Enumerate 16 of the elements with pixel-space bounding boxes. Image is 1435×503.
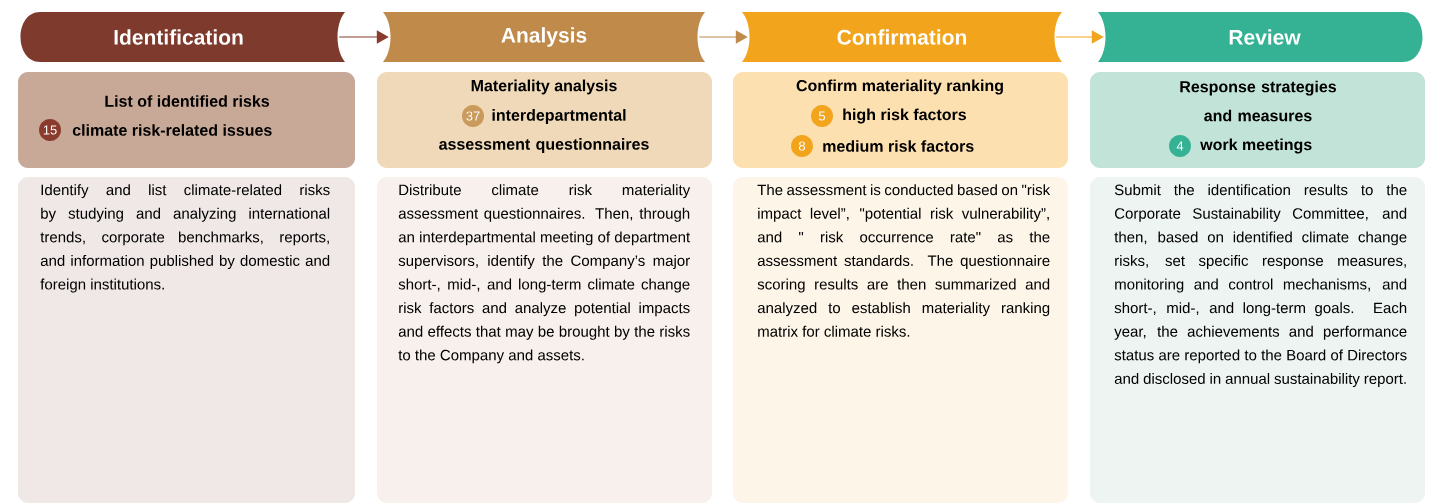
arrow: [338, 30, 389, 44]
stage-banner: Identification: [20, 12, 345, 62]
description-box: Submit the identification results to the Corporate Sustainability Committee, and then, based on identified climate change risks, set specific response measures, monitoring and control mechanisms, and short-, mid-, and long-term goals. Each year, the achievements and performance status are reported to the Board of Directors and disclosed in annual sustainability report.: [1090, 177, 1425, 503]
stage-banner: Review: [1098, 12, 1423, 62]
description-box: The assessment is conducted based on "risk impact level”, "potential risk vulnerability”, and " risk occurrence rate" as the assessment standards. The questionnaire scoring results are then summarized and analyzed to establish materiality ranking matrix for climate risks.: [733, 177, 1068, 503]
arrow: [698, 30, 748, 44]
stage-banner: Confirmation: [742, 12, 1062, 62]
number-badge: 8: [791, 135, 813, 157]
description-box: Identify and list climate-related risks by studying and analyzing international trends, corporate benchmarks, reports, and information published by domestic and foreign institutions.: [18, 177, 355, 503]
stage-banner: Analysis: [383, 12, 705, 62]
number-badge: 37: [462, 105, 484, 127]
number-badge: 4: [1169, 135, 1191, 157]
number-badge: 5: [811, 105, 833, 127]
arrow: [1055, 30, 1104, 44]
number-badge: 15: [39, 119, 61, 141]
description-box: Distribute climate risk materiality assessment questionnaires. Then, through an interdepartmental meeting of department supervisors, identify the Company’s major short-, mid-, and long-term climate change risk factors and analyze potential impacts and effects that may be brought by the risks to the Company and assets.: [377, 177, 712, 503]
